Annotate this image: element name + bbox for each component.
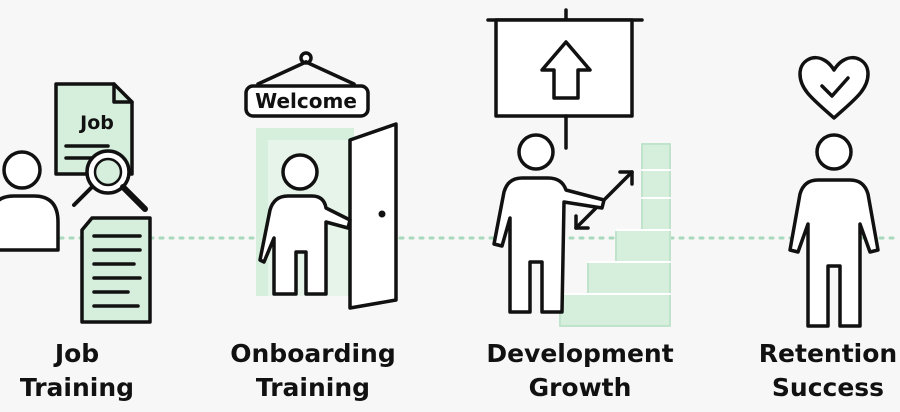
heart-check-icon <box>798 55 870 120</box>
welcome-sign-icon <box>244 51 370 118</box>
stage-label-line1: Onboarding <box>230 339 396 368</box>
open-door-icon <box>348 122 398 310</box>
stage-label-line2: Training <box>255 373 371 402</box>
job-document-text: Job <box>80 112 114 134</box>
stage-label-job-training: Job Training <box>0 337 162 405</box>
stage-label-line2: Success <box>771 373 885 402</box>
stage-label-retention-success: Retention Success <box>748 337 900 405</box>
stage-label-line1: Job <box>54 339 100 368</box>
up-arrow-icon <box>540 40 592 100</box>
welcome-sign-text: Welcome <box>255 89 357 113</box>
person-bust-icon <box>0 150 60 252</box>
magnifier-icon <box>72 149 148 212</box>
stage-label-development-growth: Development Growth <box>470 337 690 405</box>
person-standing-icon <box>258 153 352 296</box>
happy-person-icon <box>788 133 880 328</box>
stage-label-line1: Retention <box>758 339 898 368</box>
stairs-icon <box>559 143 671 327</box>
stage-label-line2: Training <box>19 373 135 402</box>
stage-label-line2: Growth <box>528 373 632 402</box>
stage-label-onboarding-training: Onboarding Training <box>218 337 408 405</box>
stage-label-line1: Development <box>486 339 674 368</box>
report-document-icon <box>80 216 152 324</box>
presenter-person-icon <box>492 133 606 314</box>
